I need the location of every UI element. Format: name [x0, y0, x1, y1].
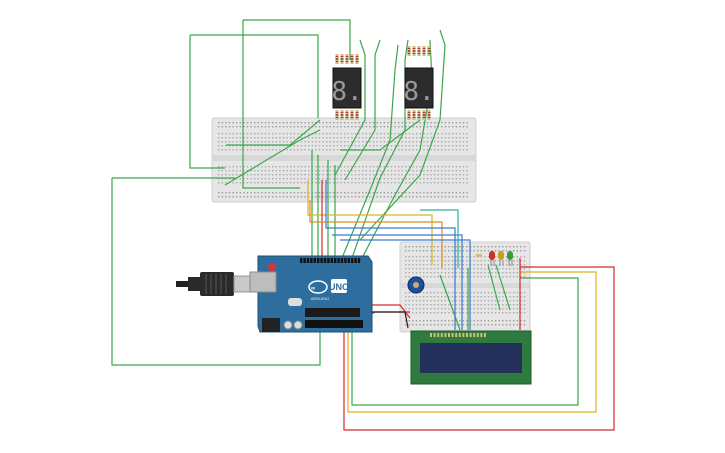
wire-red	[370, 304, 411, 319]
wire-green	[351, 277, 579, 406]
arduino-logo-icon	[308, 280, 328, 294]
microcontroller-chip	[305, 308, 360, 317]
wire-green	[341, 44, 399, 259]
resistor-array	[335, 54, 359, 64]
resistor-array	[407, 46, 431, 56]
led-red[interactable]	[489, 251, 495, 266]
wire-blue	[325, 180, 456, 330]
wire-green	[224, 129, 321, 186]
wire-green	[361, 39, 433, 259]
wire-blue	[332, 234, 463, 330]
wire-teal	[420, 209, 459, 268]
wire-green	[359, 29, 446, 241]
seven-segment-digit: 8.	[331, 77, 362, 107]
led-green[interactable]	[507, 251, 513, 266]
wire-orange	[309, 200, 443, 268]
arduino-uno-board[interactable]: ∞ UNO ARDUINO	[249, 255, 373, 333]
wire-layer[interactable]	[111, 19, 615, 431]
wire-green	[243, 19, 351, 60]
seven-segment-digit: 8.	[403, 77, 434, 107]
seven-segment-display-1[interactable]: 8.	[331, 54, 363, 120]
usb-cable[interactable]	[176, 272, 269, 296]
lcd-screen	[420, 343, 522, 373]
resistor-array	[407, 110, 431, 120]
wire-green	[242, 20, 300, 189]
potentiometer[interactable]	[407, 276, 425, 294]
lcd-display[interactable]	[410, 330, 532, 385]
led-yellow[interactable]	[498, 251, 504, 266]
wire-green	[487, 264, 501, 311]
analog-pin-header[interactable]	[305, 320, 363, 328]
lcd-pin-header	[430, 333, 486, 337]
wire-green	[189, 35, 225, 169]
seven-segment-display-2[interactable]: 8.	[403, 46, 435, 120]
wire-green	[340, 119, 421, 151]
resistor-small[interactable]	[476, 254, 482, 257]
wire-blue	[340, 239, 471, 330]
arduino-brand: ARDUINO	[311, 296, 329, 301]
wire-green	[495, 264, 511, 311]
wire-yellow	[347, 271, 597, 413]
wire-green	[226, 119, 321, 146]
resistor-array	[335, 110, 359, 120]
uno-logo: UNO	[329, 282, 349, 292]
wire-green	[439, 274, 461, 331]
wire-green	[334, 39, 366, 176]
svg-text:∞: ∞	[311, 286, 315, 292]
wire-green	[351, 39, 409, 259]
reset-button[interactable]	[268, 263, 276, 271]
wire-green	[190, 34, 319, 118]
wire-green	[344, 39, 381, 181]
digital-pin-header[interactable]	[300, 258, 361, 263]
wire-red	[343, 266, 615, 431]
